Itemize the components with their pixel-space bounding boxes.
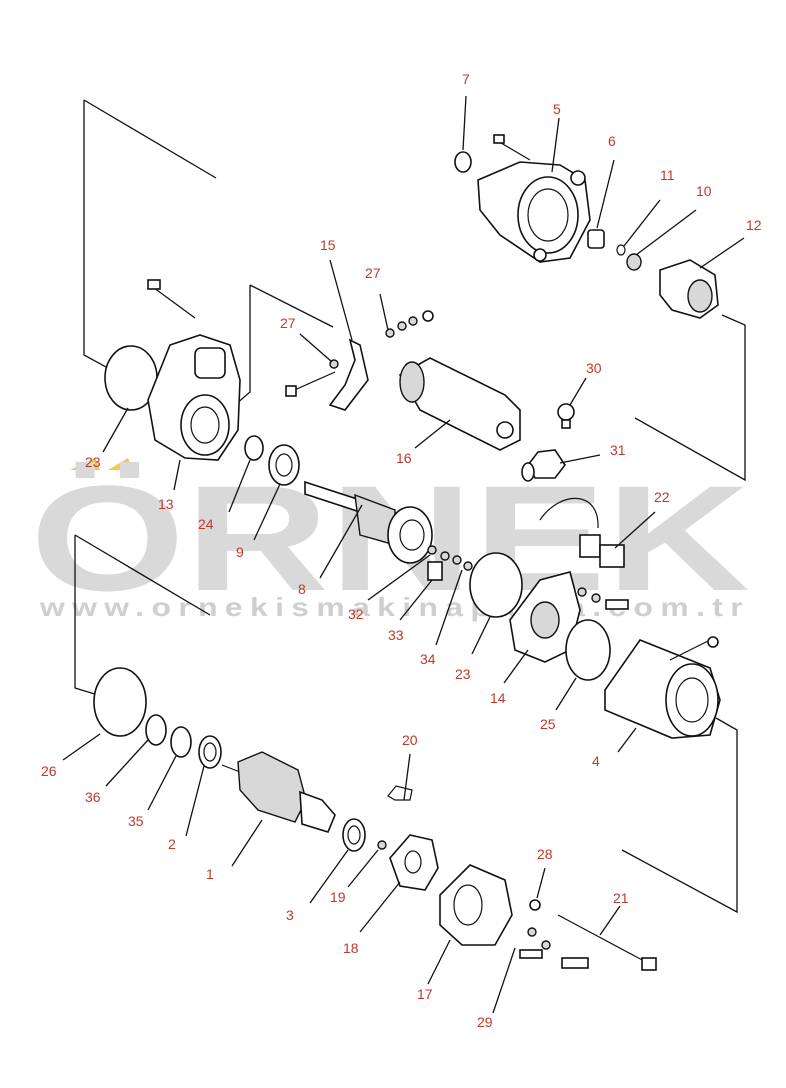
part-screw-29 bbox=[519, 949, 543, 959]
part-boot-31 bbox=[521, 449, 566, 482]
part-washer-11 bbox=[616, 244, 626, 256]
callout-8: 8 bbox=[298, 581, 306, 597]
part-pinion-gear-12 bbox=[659, 259, 719, 319]
part-block-33 bbox=[427, 561, 443, 581]
callout-11: 11 bbox=[660, 167, 675, 183]
callout-32: 32 bbox=[348, 606, 364, 622]
callout-34: 34 bbox=[420, 651, 436, 667]
callout-10: 10 bbox=[696, 183, 712, 199]
callout-23-top: 23 bbox=[85, 454, 101, 470]
part-washer-24 bbox=[244, 435, 264, 461]
callout-26: 26 bbox=[41, 763, 57, 779]
part-o-ring-26 bbox=[93, 667, 147, 737]
part-yoke-4 bbox=[604, 636, 721, 739]
callout-35: 35 bbox=[128, 813, 144, 829]
part-drive-housing bbox=[477, 134, 591, 263]
callout-14: 14 bbox=[490, 690, 506, 706]
callout-18: 18 bbox=[343, 940, 359, 956]
watermark-accent-mark bbox=[70, 458, 100, 470]
callout-27-left: 27 bbox=[280, 315, 296, 331]
part-spring-20 bbox=[387, 785, 413, 801]
callout-29: 29 bbox=[477, 1014, 493, 1030]
part-washer-19 bbox=[377, 840, 387, 850]
part-washer-14b bbox=[591, 593, 601, 603]
callout-31: 31 bbox=[610, 442, 626, 458]
callout-2: 2 bbox=[168, 836, 176, 852]
part-washer-29a bbox=[527, 927, 537, 937]
callout-25: 25 bbox=[540, 716, 556, 732]
callout-21: 21 bbox=[613, 890, 629, 906]
part-terminal-22 bbox=[539, 497, 625, 568]
part-ring-34a bbox=[440, 551, 450, 561]
part-lever-15 bbox=[285, 338, 369, 411]
callout-33: 33 bbox=[388, 627, 404, 643]
watermark-accent-mark bbox=[108, 458, 133, 470]
callout-6: 6 bbox=[608, 133, 616, 149]
part-washer-29b bbox=[541, 940, 551, 950]
callout-7: 7 bbox=[462, 71, 470, 87]
part-solenoid-16 bbox=[398, 357, 521, 451]
part-end-plate-14 bbox=[509, 571, 581, 663]
part-washer-27d bbox=[408, 316, 418, 326]
part-gear-housing-13 bbox=[147, 279, 241, 461]
callout-36: 36 bbox=[85, 789, 101, 805]
part-armature-1 bbox=[221, 751, 336, 833]
part-bushing-6 bbox=[587, 229, 605, 249]
part-bearing-2 bbox=[198, 735, 222, 769]
part-washer-28 bbox=[529, 899, 541, 911]
callout-24: 24 bbox=[198, 516, 214, 532]
callout-17: 17 bbox=[417, 986, 433, 1002]
assembly-boundary-lines bbox=[74, 99, 746, 914]
part-ring-35 bbox=[170, 726, 192, 758]
part-ring-34c bbox=[463, 561, 473, 571]
callout-22: 22 bbox=[654, 489, 670, 505]
callout-13: 13 bbox=[158, 496, 174, 512]
callout-1: 1 bbox=[206, 866, 214, 882]
part-washer-27e bbox=[422, 310, 434, 322]
callout-9: 9 bbox=[236, 544, 244, 560]
watermark-url: www.ornekismakinaparca.com.tr bbox=[39, 592, 750, 622]
part-o-ring-25 bbox=[565, 619, 611, 681]
part-rear-cover-17 bbox=[439, 864, 513, 946]
callout-23-mid: 23 bbox=[455, 666, 471, 682]
part-washer-27b bbox=[385, 328, 395, 338]
part-clutch-shaft-8 bbox=[304, 480, 433, 564]
part-o-ring-23-mid bbox=[469, 552, 523, 618]
callout-labels: 7 5 6 11 10 12 15 27 27 30 16 31 23 22 1… bbox=[41, 71, 762, 1030]
part-bearing-9 bbox=[268, 444, 300, 486]
part-bolt-14 bbox=[605, 599, 629, 610]
leader-lines bbox=[62, 95, 745, 1014]
part-ring-34b bbox=[452, 555, 462, 565]
callout-30: 30 bbox=[586, 360, 602, 376]
callout-20: 20 bbox=[402, 732, 418, 748]
part-ring-10 bbox=[626, 253, 642, 271]
part-washer-27c bbox=[397, 321, 407, 331]
part-ring-36 bbox=[145, 714, 167, 746]
callout-27-top: 27 bbox=[365, 265, 381, 281]
callout-19: 19 bbox=[330, 889, 346, 905]
part-washer-14a bbox=[577, 587, 587, 597]
callout-5: 5 bbox=[553, 101, 561, 117]
part-o-ring-7 bbox=[454, 151, 472, 173]
callout-12: 12 bbox=[746, 217, 762, 233]
callout-3: 3 bbox=[286, 907, 294, 923]
part-brush-holder-18 bbox=[389, 834, 439, 891]
callout-16: 16 bbox=[396, 450, 412, 466]
part-cap-30 bbox=[557, 403, 575, 429]
part-through-bolt-21 bbox=[557, 914, 657, 971]
callout-28: 28 bbox=[537, 846, 553, 862]
part-ring-32 bbox=[427, 545, 437, 555]
part-bearing-3 bbox=[342, 818, 366, 852]
part-screw-29b bbox=[561, 957, 589, 969]
callout-4: 4 bbox=[592, 753, 600, 769]
callout-15: 15 bbox=[320, 237, 336, 253]
